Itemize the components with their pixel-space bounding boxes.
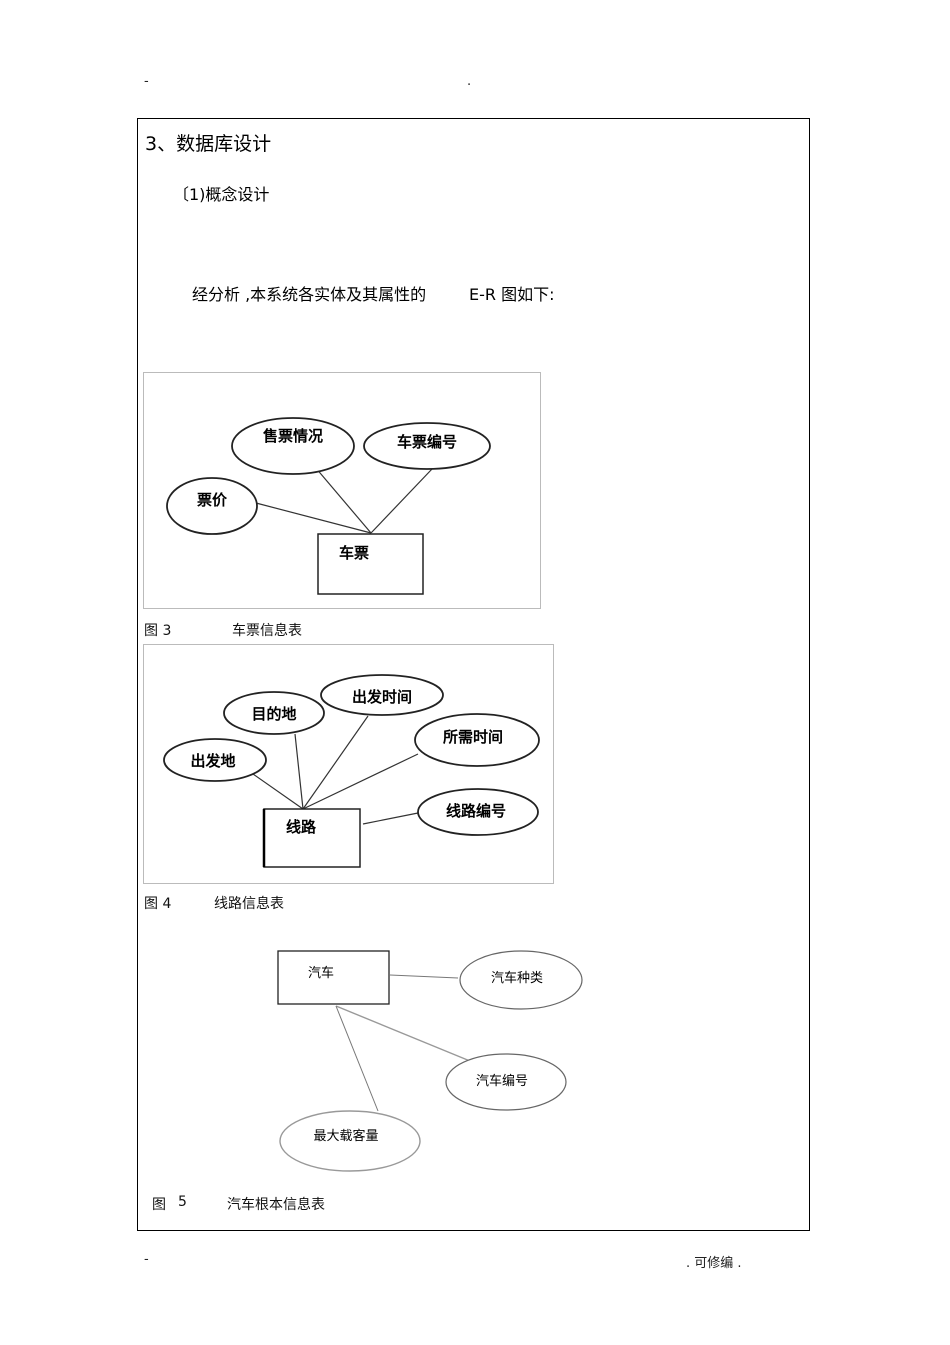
- attribute-ellipse: 汽车种类: [459, 950, 583, 1010]
- entity-box: 汽车: [277, 950, 390, 1005]
- attribute-ellipse: 汽车编号: [445, 1053, 567, 1111]
- attr-label: 最大载客量: [313, 1128, 378, 1144]
- er-diagram-bus: 汽车 汽车种类 汽车编号 最大载客量: [270, 945, 590, 1177]
- entity-label: 线路: [286, 818, 317, 836]
- er-diagram-route: 目的地 出发时间 所需时间 出发地 线路编号 线路: [143, 644, 555, 885]
- attr-label: 目的地: [251, 705, 296, 723]
- attr-label: 售票情况: [263, 427, 323, 445]
- figure-caption-number-digit: 5: [178, 1194, 187, 1210]
- footer-right-note: . 可修编 .: [686, 1256, 742, 1271]
- content-frame: [137, 118, 810, 1231]
- attr-label: 出发时间: [352, 688, 412, 706]
- attribute-ellipse: 出发时间: [320, 674, 444, 716]
- figure-caption-text: 线路信息表: [214, 896, 284, 912]
- footer-left-mark: -: [144, 1252, 149, 1267]
- figure-caption-number: 图 4: [144, 896, 172, 912]
- entity-box: 线路: [262, 808, 361, 868]
- entity-box: 车票: [317, 533, 424, 595]
- intro-text-part2: E-R 图如下:: [469, 285, 555, 304]
- entity-label: 车票: [339, 544, 369, 562]
- subsection-title: 〔1)概念设计: [173, 185, 270, 204]
- attribute-ellipse: 售票情况: [231, 417, 355, 475]
- intro-text-part1: 经分析 ,本系统各实体及其属性的: [192, 285, 427, 304]
- figure-caption-number: 图: [152, 1197, 166, 1213]
- attr-label: 汽车编号: [476, 1073, 528, 1089]
- attribute-ellipse: 目的地: [223, 691, 325, 735]
- header-left-mark: -: [144, 74, 149, 89]
- attr-label: 线路编号: [446, 802, 506, 820]
- header-center-mark: .: [467, 74, 472, 89]
- entity-label: 汽车: [308, 965, 334, 981]
- attribute-ellipse: 票价: [166, 477, 258, 535]
- attribute-ellipse: 线路编号: [417, 788, 539, 836]
- attr-label: 出发地: [190, 752, 235, 770]
- attr-label: 汽车种类: [491, 970, 543, 986]
- section-title: 3、数据库设计: [145, 133, 272, 155]
- attr-label: 车票编号: [397, 433, 457, 451]
- figure-caption-number: 图 3: [144, 623, 172, 639]
- figure-caption-text: 汽车根本信息表: [227, 1197, 325, 1213]
- figure-caption-text: 车票信息表: [232, 623, 302, 639]
- er-diagram-ticket: 售票情况 车票编号 票价 车票: [143, 372, 542, 610]
- attr-label: 票价: [197, 491, 228, 509]
- attr-label: 所需时间: [443, 728, 503, 746]
- attribute-ellipse: 出发地: [163, 738, 267, 782]
- attribute-ellipse: 最大载客量: [279, 1110, 421, 1172]
- attribute-ellipse: 车票编号: [363, 422, 491, 470]
- attribute-ellipse: 所需时间: [414, 713, 540, 767]
